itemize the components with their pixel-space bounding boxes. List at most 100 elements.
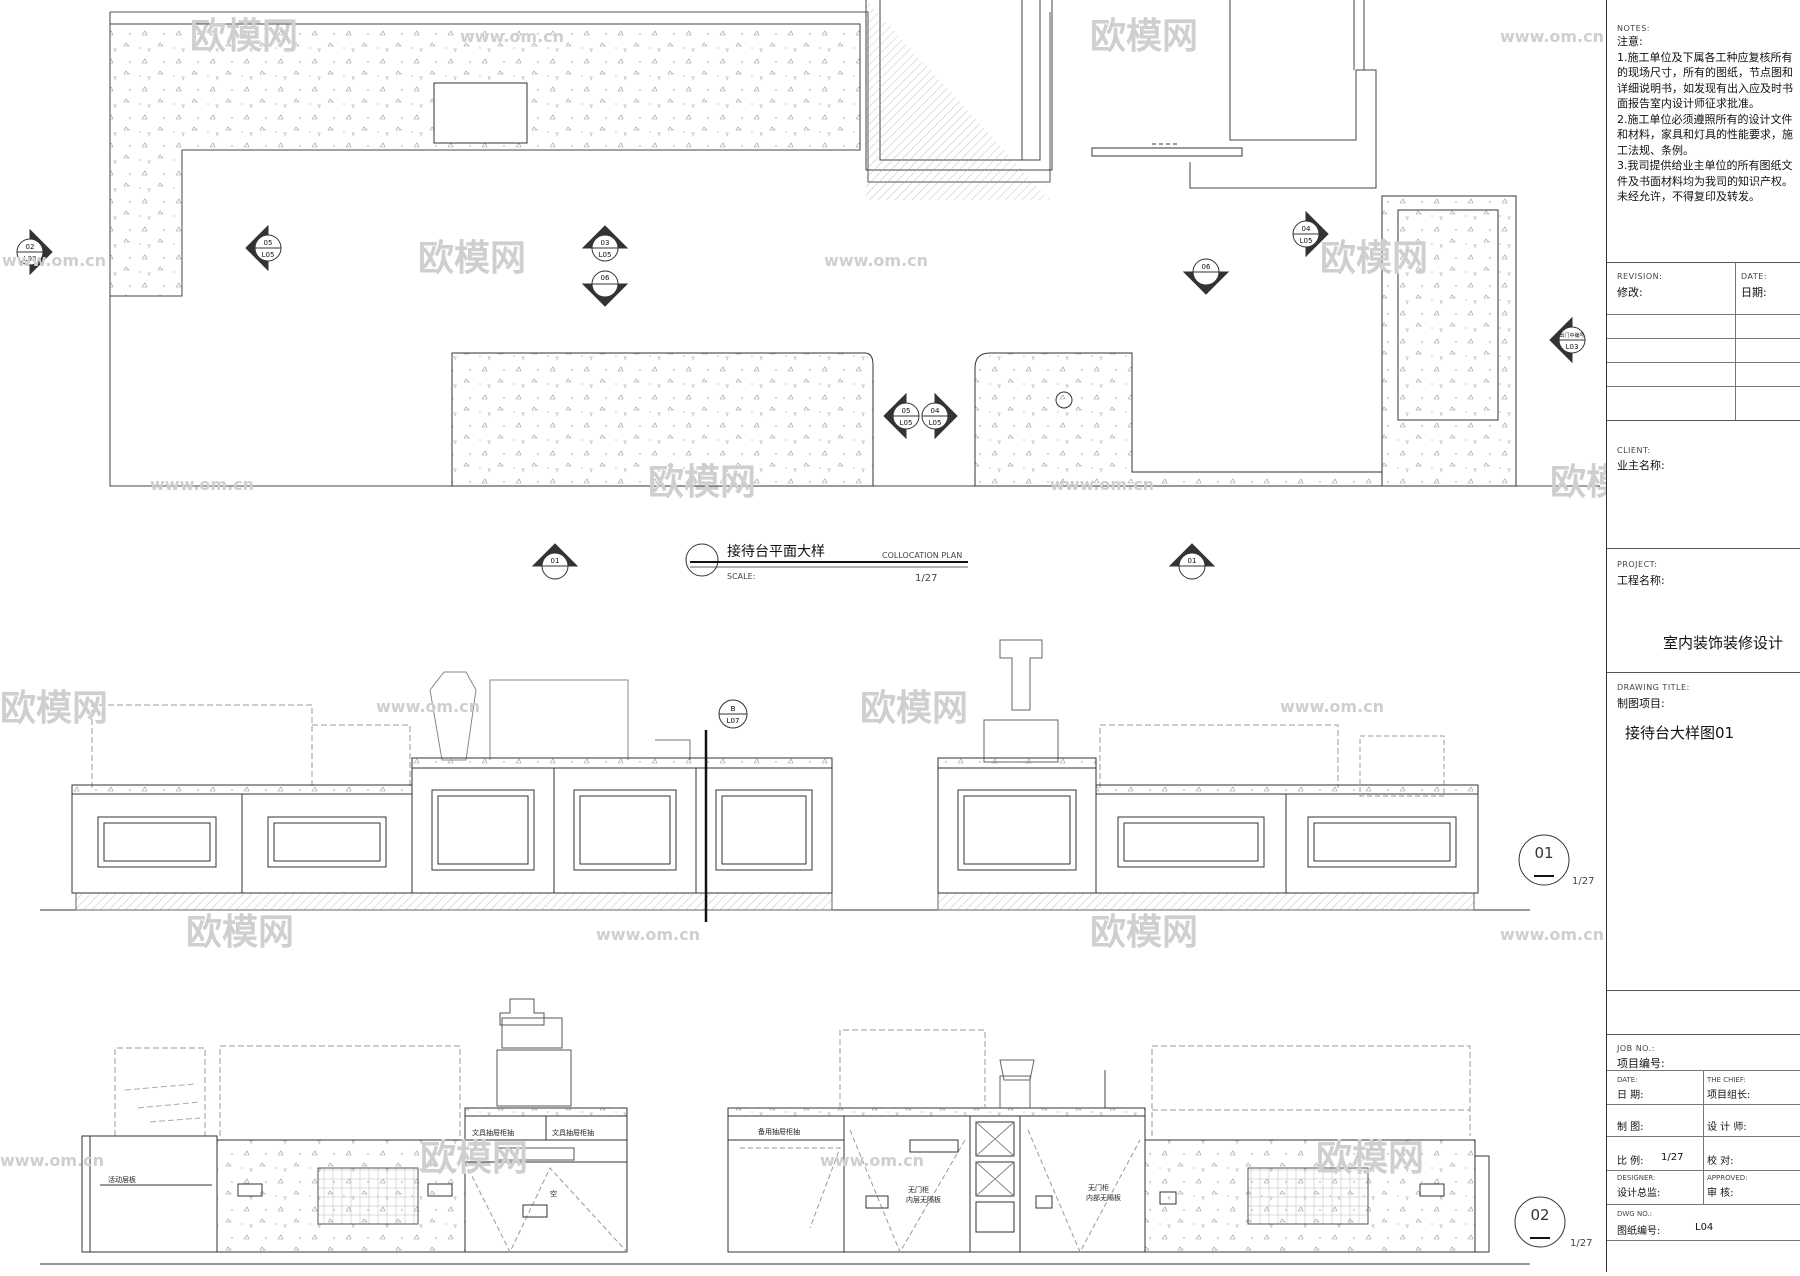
- designer-label-cn: 设计总监:: [1617, 1188, 1661, 1199]
- marker-label: 出门中编号: [1559, 332, 1584, 339]
- section-marker: [1168, 543, 1216, 580]
- ref-label-bottom: L07: [727, 717, 740, 725]
- section-markers: [16, 210, 1586, 580]
- marker-label: L05: [929, 419, 942, 427]
- date2-label-en: DATE:: [1617, 1076, 1638, 1084]
- label-move-shelf: 活动层板: [108, 1175, 136, 1184]
- watermark-url: www.om.cn: [1500, 27, 1604, 46]
- plan-title-block: 接待台平面大样 COLLOCATION PLAN SCALE: 1/27: [685, 543, 968, 584]
- scale-value: 1/27: [1661, 1152, 1684, 1163]
- drawing-name: 接待台大样图01: [1625, 724, 1735, 742]
- drawing-title-section: [1607, 672, 1800, 673]
- marker-label: 06: [1202, 263, 1211, 271]
- info-row-line: [1607, 1240, 1800, 1241]
- revision-row-line: [1607, 386, 1800, 387]
- watermarks: 欧模网 www.om.cn 欧模网 www.om.cn 欧模网 www.om.c…: [0, 16, 1658, 1179]
- marker-label: 03: [601, 239, 610, 247]
- label-door-2: 无门柜: [1088, 1183, 1109, 1192]
- marker-label: L05: [599, 251, 612, 259]
- title-block: NOTES: 注意: 1.施工单位及下属各工种应复核所有的现场尺寸，所有的图纸，…: [1606, 0, 1800, 1272]
- section-marker: [1292, 210, 1329, 258]
- approve-label-cn: 审 核:: [1707, 1188, 1734, 1199]
- section-marker-labels: 02 L03 05 L05 03 L05 06 05 L05 04 L05 06…: [24, 225, 1585, 565]
- watermark-url: www.om.cn: [820, 1151, 924, 1170]
- checkb-label-cn: 校 对:: [1707, 1156, 1734, 1167]
- notes-label-en: NOTES:: [1617, 24, 1650, 33]
- revision-divider: [1735, 262, 1736, 420]
- marker-label: 04: [1302, 225, 1311, 233]
- marker-label: L05: [262, 251, 275, 259]
- marker-label: L03: [1566, 343, 1579, 351]
- notes-label-cn: 注意:: [1617, 35, 1643, 48]
- watermark-brand: 欧模网: [0, 688, 108, 729]
- watermark-brand: 欧模网: [190, 16, 298, 57]
- job-no-label-cn: 项目编号:: [1617, 1057, 1665, 1070]
- marker-label: L03: [24, 255, 37, 263]
- watermark-url: www.om.cn: [0, 1151, 104, 1170]
- job-section-end: [1607, 1034, 1800, 1035]
- notes: 注意: 1.施工单位及下属各工种应复核所有的现场尺寸，所有的图纸，节点图和详细说…: [1617, 34, 1795, 205]
- info-divider: [1703, 1070, 1704, 1204]
- elevation-marker-01: 01: [1534, 844, 1553, 862]
- marker-label: L05: [1300, 237, 1313, 245]
- watermark-brand: 欧模网: [1320, 238, 1428, 279]
- marker-label: 04: [931, 407, 940, 415]
- label-drawer-c: 备用抽屉柜抽: [758, 1127, 800, 1136]
- section-marker: [581, 225, 629, 262]
- marker-label: 06: [601, 274, 610, 282]
- watermark-url: www.om.cn: [1050, 475, 1154, 494]
- date2-label-cn: 日 期:: [1617, 1090, 1644, 1101]
- watermark-brand: 欧模网: [420, 1138, 528, 1179]
- section-marker: [16, 228, 53, 276]
- job-section: [1607, 990, 1800, 991]
- watermark-url: www.om.cn: [596, 925, 700, 944]
- info-row-line: [1607, 1104, 1800, 1105]
- section-marker: [1549, 316, 1586, 364]
- info-row-line: [1607, 1136, 1800, 1137]
- plan-view: [109, 0, 1600, 487]
- client-label-cn: 业主名称:: [1617, 459, 1665, 472]
- watermark-url: www.om.cn: [2, 251, 106, 270]
- elevation-02-labels: 文具抽屉柜抽 文具抽屉柜抽 备用抽屉柜抽 活动层板 空 无门柜 内层无隔板 无门…: [108, 1127, 1121, 1204]
- project-label-en: PROJECT:: [1617, 560, 1658, 569]
- watermark-brand: 欧模网: [186, 912, 294, 953]
- label-drawer-a: 文具抽屉柜抽: [472, 1128, 514, 1137]
- revision-row-line: [1607, 338, 1800, 339]
- scale-label-cn: 比 例:: [1617, 1156, 1644, 1167]
- chief-label-en: THE CHIEF:: [1707, 1076, 1746, 1084]
- label-door-1b: 内层无隔板: [906, 1195, 941, 1204]
- marker-label: 05: [902, 407, 911, 415]
- watermark-url: www.om.cn: [150, 475, 254, 494]
- watermark-brand: 欧模网: [648, 462, 756, 503]
- project-name: 室内装饰装修设计: [1663, 634, 1784, 652]
- note-2: 2.施工单位必须遵照所有的设计文件和材料，家具和灯具的性能要求，施工法规、条例。: [1617, 112, 1793, 157]
- job-no-label-en: JOB NO.:: [1617, 1044, 1655, 1053]
- section-marker: [883, 392, 920, 440]
- ref-label-top: B: [731, 705, 736, 713]
- project-label-cn: 工程名称:: [1617, 574, 1665, 587]
- drawing-title-label-cn: 制图项目:: [1617, 697, 1665, 710]
- designer-label-en: DESIGNER:: [1617, 1174, 1656, 1182]
- cad-drawing: 02 L03 05 L05 03 L05 06 05 L05 04 L05 06…: [0, 0, 1658, 1265]
- dwg-no-value: L04: [1695, 1222, 1714, 1233]
- label-door-2b: 内部无隔板: [1086, 1193, 1121, 1202]
- approve-label-en: APPROVED:: [1707, 1174, 1748, 1182]
- watermark-url: www.om.cn: [1280, 697, 1384, 716]
- elevation-marker-02: 02: [1530, 1206, 1549, 1224]
- marker-label: L05: [900, 419, 913, 427]
- label-empty: 空: [550, 1189, 557, 1198]
- revision-row-line: [1607, 314, 1800, 315]
- watermark-url: www.om.cn: [376, 697, 480, 716]
- elevation-01: [40, 639, 1530, 922]
- draw-label-cn: 制 图:: [1617, 1122, 1644, 1133]
- chief-label-cn: 项目组长:: [1707, 1090, 1751, 1101]
- section-marker: [1182, 258, 1230, 295]
- revision-section: [1607, 262, 1800, 263]
- client-label-en: CLIENT:: [1617, 446, 1651, 455]
- drawing-title-label-en: DRAWING TITLE:: [1617, 683, 1690, 692]
- elevation-scale-01: 1/27: [1572, 876, 1594, 887]
- elevation-02: [40, 998, 1530, 1265]
- marker-label: 05: [264, 239, 273, 247]
- elevation-02-marker: 02 1/27: [1514, 1196, 1592, 1249]
